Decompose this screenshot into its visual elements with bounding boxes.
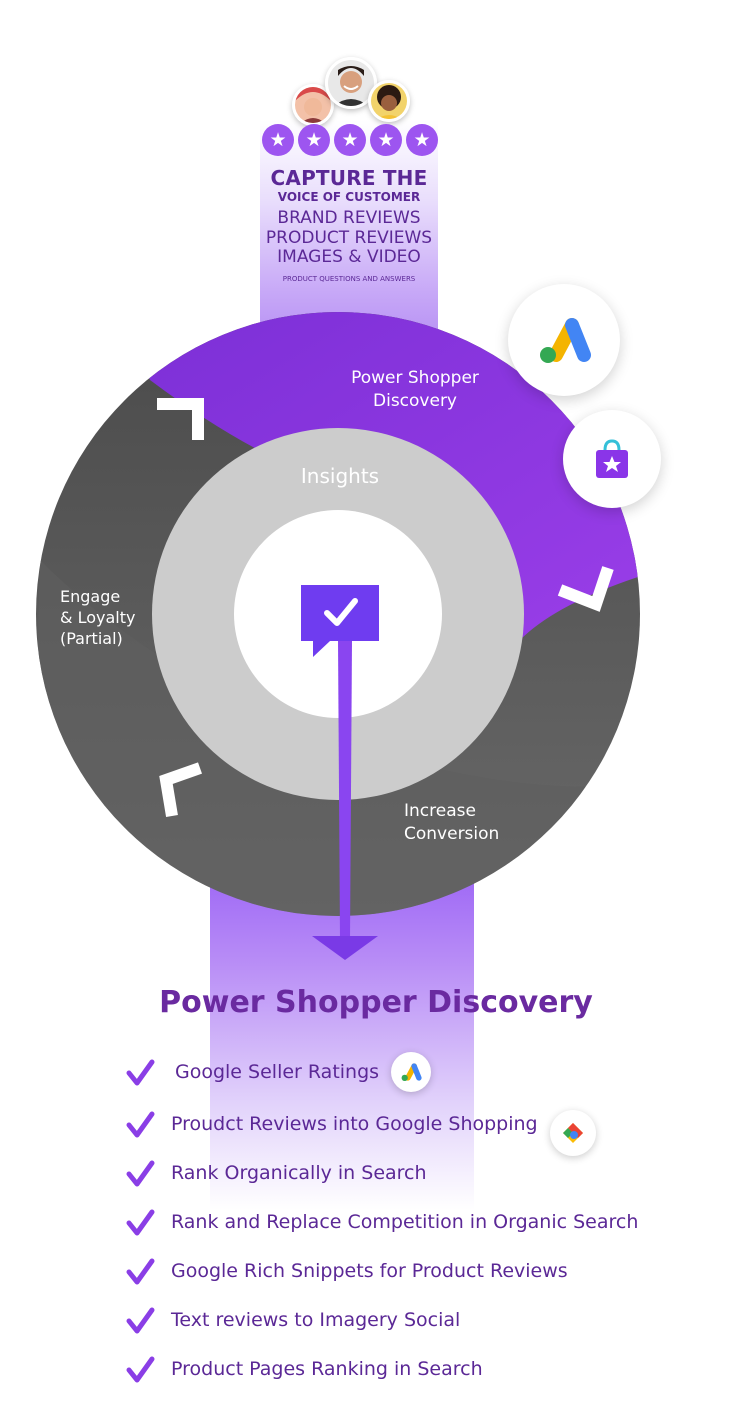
capture-line-brand-reviews: BRAND REVIEWS xyxy=(277,208,421,228)
check-icon xyxy=(126,1209,155,1236)
star-icon: ★ xyxy=(262,124,294,156)
down-arrow-shaft xyxy=(338,640,352,940)
list-item-label: Rank Organically in Search xyxy=(171,1162,427,1184)
chevron-bottom-left-icon xyxy=(159,762,202,817)
list-item: Product Pages Ranking in Search xyxy=(125,1349,483,1389)
segment-label-engage-loyalty: Engage & Loyalty (Partial) xyxy=(60,587,136,648)
google-ads-icon xyxy=(401,1063,422,1082)
customer-avatar-right xyxy=(368,80,410,122)
list-item-label: Product Pages Ranking in Search xyxy=(171,1358,483,1380)
check-icon xyxy=(126,1160,155,1187)
check-icon xyxy=(126,1258,155,1285)
customer-avatar-left xyxy=(292,84,334,126)
customer-journey-wheel xyxy=(36,312,640,960)
star-icon: ★ xyxy=(298,124,330,156)
list-item: Text reviews to Imagery Social xyxy=(125,1300,460,1340)
list-item-label: Text reviews to Imagery Social xyxy=(171,1309,461,1331)
star-icon: ★ xyxy=(334,124,366,156)
segment-label-increase-conversion: Increase Conversion xyxy=(404,801,500,844)
check-icon xyxy=(126,1111,155,1138)
shopping-bag-badge xyxy=(563,410,661,508)
list-item: Google Rich Snippets for Product Reviews xyxy=(125,1251,568,1291)
capture-line-product-reviews: PRODUCT REVIEWS xyxy=(265,228,433,248)
star-icon: ★ xyxy=(370,124,402,156)
chevron-right-icon xyxy=(557,566,614,612)
list-item-label: Google Seller Ratings xyxy=(175,1061,380,1083)
list-item-label: Rank and Replace Competition in Organic … xyxy=(171,1211,639,1233)
google-ads-badge xyxy=(508,284,620,396)
check-icon xyxy=(126,1307,155,1334)
insights-label: Insights xyxy=(300,464,380,488)
star-icon: ★ xyxy=(406,124,438,156)
list-item: Google Seller Ratings xyxy=(125,1052,432,1092)
down-arrow-head xyxy=(312,936,378,960)
rating-stars: ★ ★ ★ ★ ★ xyxy=(262,124,438,156)
google-ads-mini-badge xyxy=(391,1052,432,1092)
google-shopping-mini-badge xyxy=(549,1110,596,1156)
capture-line-images-video: IMAGES & VIDEO xyxy=(277,247,421,267)
shopping-bag-star-icon xyxy=(596,439,628,478)
top-column-background xyxy=(260,120,438,350)
check-icon xyxy=(126,1059,155,1086)
capture-title: CAPTURE THE xyxy=(270,166,428,190)
list-item: Rank and Replace Competition in Organic … xyxy=(125,1202,638,1242)
chevron-top-left-icon xyxy=(157,398,204,440)
list-item: Rank Organically in Search xyxy=(125,1153,427,1193)
capture-subtitle: VOICE OF CUSTOMER xyxy=(277,190,421,204)
chat-check-icon xyxy=(301,585,379,657)
list-item-label: Google Rich Snippets for Product Reviews xyxy=(171,1260,568,1282)
customer-avatar-center xyxy=(325,57,377,109)
capture-small-text: PRODUCT QUESTIONS AND ANSWERS xyxy=(282,275,416,283)
segment-label-power-shopper: Power Shopper Discovery xyxy=(351,368,479,411)
discovery-title: Power Shopper Discovery xyxy=(159,985,593,1020)
google-ads-icon xyxy=(540,318,591,363)
list-item-label: Proudct Reviews into Google Shopping xyxy=(171,1113,538,1135)
google-shopping-icon xyxy=(562,1123,583,1143)
check-icon xyxy=(126,1356,155,1383)
list-item: Proudct Reviews into Google Shopping xyxy=(125,1104,596,1156)
